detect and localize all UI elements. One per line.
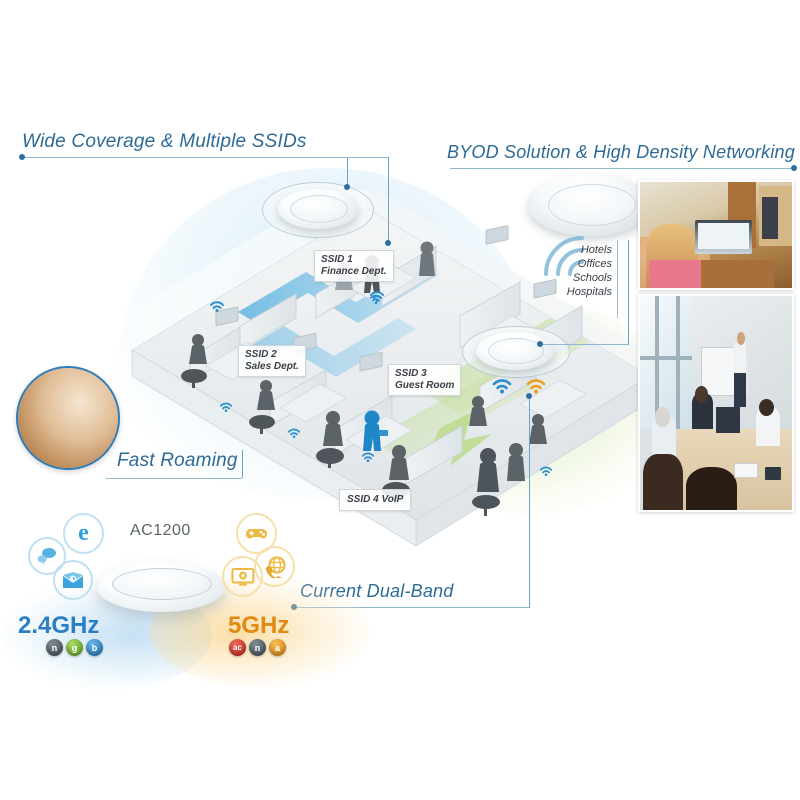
- byod-branch-line: [540, 344, 628, 345]
- browser-e-icon: e: [63, 513, 104, 554]
- ap-inner-disc: [548, 184, 636, 226]
- heading-wide-coverage: Wide Coverage & Multiple SSIDs: [22, 131, 307, 152]
- leader-vertical: [529, 396, 530, 608]
- heading-byod: BYOD Solution & High Density Networking: [447, 142, 795, 162]
- ssid-label-line1: SSID 1: [321, 254, 353, 265]
- email-icon: [53, 560, 93, 600]
- browser-e-glyph: e: [78, 520, 89, 546]
- standards-badges-24ghz: n g b: [46, 639, 103, 656]
- wifi-broadcast-arcs-icon: [544, 236, 584, 276]
- verticals-divider: [617, 240, 618, 318]
- ssid-label-3: SSID 3 Guest Room: [388, 364, 462, 396]
- vertical-item: Offices: [577, 258, 612, 270]
- ssid-label-line2: Sales Dept.: [245, 361, 299, 372]
- classroom-photo: [638, 180, 794, 290]
- leader-dot: [291, 604, 297, 610]
- ap-inner-disc: [112, 568, 212, 600]
- wifi-24ghz-icon: [492, 379, 512, 394]
- leader-vertical: [242, 450, 243, 478]
- ssid-label-2: SSID 2 Sales Dept.: [238, 345, 306, 377]
- ssid-label-line1: SSID 4 VoIP: [347, 494, 404, 505]
- standard-badge-b: b: [86, 639, 103, 656]
- heading-current-dual-band: Current Dual-Band: [300, 581, 454, 601]
- video-streaming-icon: [222, 556, 263, 597]
- chat-bubbles-glyph: [37, 548, 56, 565]
- product-model-label: AC1200: [130, 522, 191, 539]
- monitor-glyph: [230, 567, 254, 586]
- ssid-label-1: SSID 1 Finance Dept.: [314, 250, 394, 282]
- ssid-label-line2: Finance Dept.: [321, 266, 387, 277]
- ssid-label-line2: Guest Room: [395, 380, 455, 391]
- ssid-label-line1: SSID 2: [245, 349, 277, 360]
- ssid-label-4: SSID 4 VoIP: [339, 489, 412, 511]
- leader-vertical: [347, 157, 348, 187]
- band-label-24ghz: 2.4GHz: [18, 612, 100, 639]
- standard-badge-g: g: [66, 639, 83, 656]
- standard-badge-a: a: [269, 639, 286, 656]
- wifi-signal-icon: [361, 452, 375, 462]
- leader-dot: [19, 154, 25, 160]
- wifi-signal-icon: [210, 301, 224, 312]
- wifi-signal-icon: [539, 466, 553, 476]
- meeting-room-photo: [638, 294, 794, 512]
- leader-endpoint-dot: [526, 393, 532, 399]
- leader-vertical: [628, 240, 629, 345]
- standard-badge-n: n: [249, 639, 266, 656]
- wifi-5ghz-icon: [526, 379, 546, 394]
- office-worker-silhouette: [472, 443, 525, 516]
- ap-inner-disc: [290, 195, 348, 223]
- globe-phone-glyph: [265, 555, 286, 578]
- standard-badge-n: n: [46, 639, 63, 656]
- leader-endpoint-dot: [385, 240, 391, 246]
- heading-wide-coverage-branch: [347, 157, 388, 158]
- heading-dual-band-leader: [294, 607, 530, 608]
- heading-wide-coverage-leader: [22, 157, 348, 158]
- heading-fast-roaming: Fast Roaming: [117, 450, 238, 471]
- tablet-photo: [16, 366, 120, 470]
- wifi-signal-icon: [287, 428, 301, 438]
- heading-byod-leader: [450, 168, 794, 169]
- leader-vertical: [388, 157, 389, 243]
- gamepad-glyph: [245, 528, 268, 538]
- ap-inner-disc: [488, 338, 544, 364]
- vertical-item: Schools: [572, 272, 612, 284]
- gaming-icon: [236, 513, 277, 554]
- heading-fast-roaming-leader: [106, 478, 242, 479]
- standard-badge-ac: ac: [229, 639, 246, 656]
- leader-endpoint-dot: [344, 184, 350, 190]
- ssid-label-line1: SSID 3: [395, 368, 427, 379]
- standards-badges-5ghz: ac n a: [229, 639, 286, 656]
- leader-endpoint-dot: [537, 341, 543, 347]
- vertical-item: Hotels: [580, 244, 612, 256]
- leader-dot: [791, 165, 797, 171]
- wifi-signal-icon: [369, 294, 383, 304]
- envelope-glyph: [63, 572, 83, 588]
- vertical-item: Hospitals: [566, 286, 612, 298]
- chat-icon: [28, 537, 66, 575]
- wifi-signal-icon: [219, 402, 233, 412]
- band-label-5ghz: 5GHz: [228, 612, 290, 639]
- verticals-list: Hotels Offices Schools Hospitals: [540, 243, 612, 299]
